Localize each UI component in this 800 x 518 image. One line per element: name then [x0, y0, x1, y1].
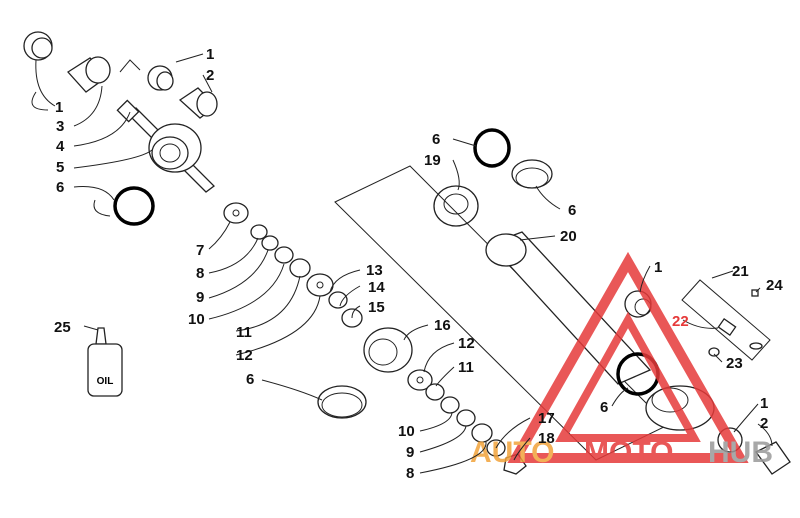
automotohub-watermark: AUTO MOTO HUB [470, 251, 773, 469]
callout-1-b: 1 [206, 46, 214, 63]
callout-7: 7 [196, 242, 204, 259]
callout-5: 5 [56, 159, 64, 176]
callout-19: 19 [424, 152, 441, 169]
seal-cap-upper [147, 65, 174, 91]
reservoir-band [511, 159, 553, 189]
callout-1-c: 1 [654, 259, 662, 276]
piston-band [317, 385, 367, 419]
callout-15: 15 [368, 299, 385, 316]
watermark-triangle-inner [555, 311, 701, 442]
callout-21: 21 [732, 263, 749, 280]
seal-cap-top-left [23, 31, 53, 61]
callout-18: 18 [538, 430, 555, 447]
callout-1-a: 1 [55, 99, 63, 116]
callout-12-a: 12 [236, 347, 253, 364]
callout-6-b: 6 [246, 371, 254, 388]
callout-6-c: 6 [432, 131, 440, 148]
callout-17: 17 [538, 410, 555, 427]
o-ring-left [113, 186, 155, 226]
callout-3: 3 [56, 118, 64, 135]
callout-14: 14 [368, 279, 385, 296]
callout-6-d: 6 [568, 202, 576, 219]
callout-22: 22 [672, 313, 689, 330]
piston-valve [363, 327, 413, 373]
oil-bottle: OIL [87, 327, 123, 397]
callout-25: 25 [54, 319, 71, 336]
bushing-upper [178, 87, 218, 119]
callout-4: 4 [56, 138, 65, 155]
callout-24: 24 [766, 277, 783, 294]
reservoir-piston [433, 185, 479, 227]
schrader-valve [708, 289, 763, 357]
washer-stack-left [223, 202, 363, 328]
washer-stack-lower [407, 369, 527, 475]
watermark-text-moto: MOTO [584, 436, 673, 469]
watermark-triangle-outer [507, 251, 749, 463]
callout-2-a: 2 [206, 67, 214, 84]
callout-10-a: 10 [188, 311, 205, 328]
callout-1-d: 1 [760, 395, 768, 412]
callout-6-e: 6 [600, 399, 608, 416]
leader-loops [31, 91, 111, 217]
callout-12-b: 12 [458, 335, 475, 352]
callout-labels: 1 3 4 5 6 1 2 7 8 9 10 11 12 6 13 14 15 … [54, 46, 783, 482]
oil-bottle-label: OIL [97, 376, 114, 387]
callout-20: 20 [560, 228, 577, 245]
shaft-seal-head [148, 123, 202, 173]
valve-bracket-outline [681, 279, 771, 361]
callout-9-a: 9 [196, 289, 204, 306]
callout-6-a: 6 [56, 179, 64, 196]
callout-23: 23 [726, 355, 743, 372]
watermark-text-hub: HUB [708, 436, 773, 469]
callout-8-b: 8 [406, 465, 414, 482]
callout-10-b: 10 [398, 423, 415, 440]
zigzag-indicator [119, 59, 141, 73]
callout-8-a: 8 [196, 265, 204, 282]
callout-11-a: 11 [236, 324, 252, 341]
callout-2-b: 2 [760, 415, 768, 432]
watermark-text-auto: AUTO [470, 436, 554, 469]
callout-9-b: 9 [406, 444, 414, 461]
bushing-top-left [67, 56, 111, 93]
body-bracket-outline [334, 165, 669, 461]
callout-16: 16 [434, 317, 451, 334]
callout-13: 13 [366, 262, 383, 279]
o-ring-reservoir [473, 128, 511, 168]
callout-11-b: 11 [458, 359, 474, 376]
leader-lines [35, 53, 773, 474]
